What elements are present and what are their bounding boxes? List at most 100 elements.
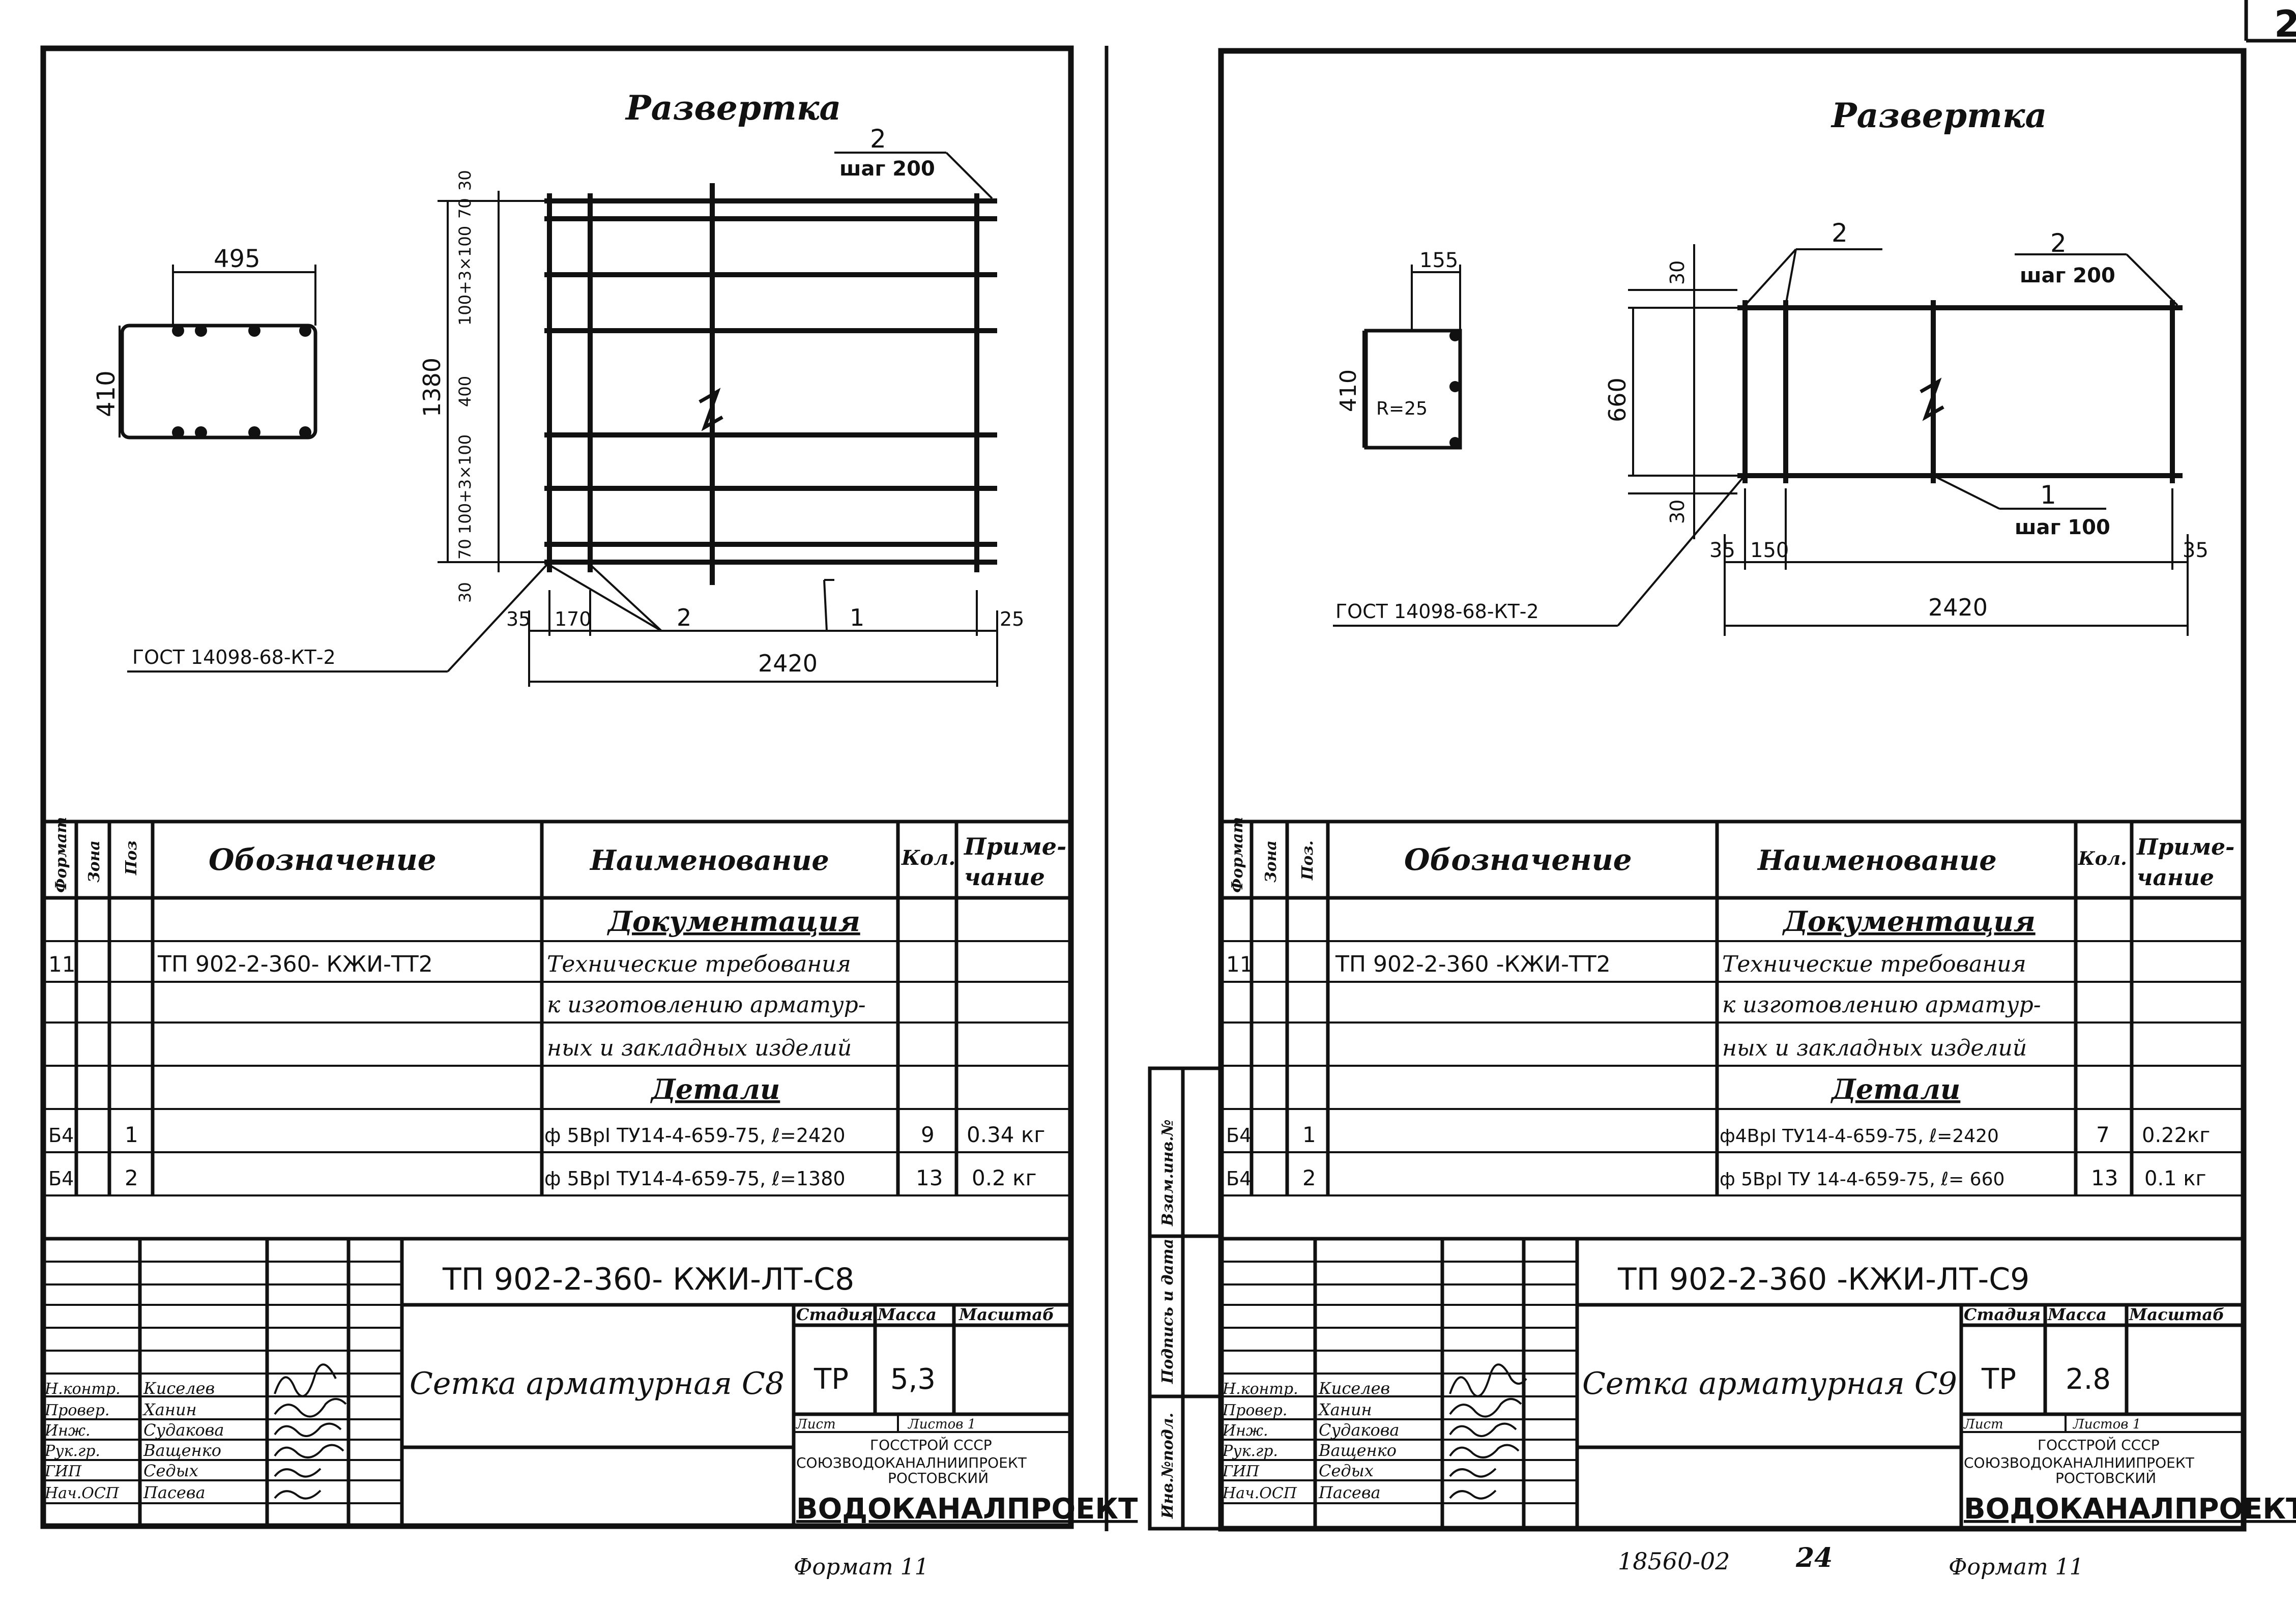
left-doc-name1: Технические требования xyxy=(547,951,851,977)
left-dim-v3: 400 xyxy=(455,376,475,407)
right-name-5: Пасева xyxy=(1318,1483,1381,1502)
right-doc-name2: к изготовлению арматур- xyxy=(1722,992,2041,1018)
right-name-4: Седых xyxy=(1319,1461,1374,1480)
left-hdr-qty: Кол. xyxy=(901,846,955,870)
right-stamp-org1: ГОССТРОЙ СССР xyxy=(2038,1436,2160,1453)
left-row1-format: Б4 xyxy=(48,1124,74,1147)
left-hdr-name: Наименование xyxy=(589,844,829,877)
left-hdr-note2: чание xyxy=(964,863,1045,891)
left-role-1: Провер. xyxy=(44,1401,109,1419)
left-hdr-zone: Зона xyxy=(85,840,103,883)
right-name-0: Киселев xyxy=(1318,1379,1390,1398)
right-section-width: 155 xyxy=(1419,249,1458,272)
right-dim-v1: 30 xyxy=(1666,500,1689,524)
left-hdr-designation: Обозначение xyxy=(209,842,437,877)
right-role-0: Н.контр. xyxy=(1222,1380,1298,1398)
left-stamp-name: Сетка арматурная С8 xyxy=(410,1366,784,1401)
right-row1-pos: 1 xyxy=(1302,1122,1316,1147)
right-stamp-name: Сетка арматурная С9 xyxy=(1582,1366,1957,1401)
left-callout-step: шаг 200 xyxy=(839,157,935,181)
right-name-1: Ханин xyxy=(1317,1400,1372,1419)
right-role-4: ГИП xyxy=(1222,1463,1260,1480)
right-role-5: Нач.ОСП xyxy=(1222,1484,1297,1502)
right-section-doc: Документация xyxy=(1782,905,2036,938)
right-side-label-0: Взам.инв.№ xyxy=(1159,1120,1177,1227)
left-dim-v6: 30 xyxy=(455,582,475,603)
left-row2-pos: 2 xyxy=(125,1165,138,1190)
right-doc-name1: Технические требования xyxy=(1722,951,2026,977)
right-side-strip: Взам.инв.№ Подпись и дата Инв.№подл. xyxy=(1148,1066,1223,1531)
left-name-3: Ващенко xyxy=(143,1441,221,1460)
right-section-parts: Детали xyxy=(1830,1073,1960,1105)
left-name-1: Ханин xyxy=(142,1400,197,1419)
right-bottom-dims: 35 150 35 2420 ГОСТ 14098-68-КТ-2 xyxy=(1333,477,2208,636)
right-name-2: Судакова xyxy=(1319,1420,1399,1440)
right-stamp-mass: 2.8 xyxy=(2066,1363,2111,1396)
right-callout-top-step: шаг 200 xyxy=(2020,264,2115,287)
left-format-label: Формат 11 xyxy=(794,1554,929,1580)
right-hdr-pos: Поз. xyxy=(1299,840,1317,881)
page-number: 23 xyxy=(2274,3,2296,45)
left-row1-pos: 1 xyxy=(125,1122,138,1147)
right-dim-v0: 30 xyxy=(1666,260,1689,285)
right-stamp-scale-label: Масштаб xyxy=(2129,1305,2224,1324)
right-dim-height: 660 xyxy=(1604,377,1631,422)
right-dim-b1: 150 xyxy=(1750,539,1789,562)
right-gost: ГОСТ 14098-68-КТ-2 xyxy=(1335,600,1539,623)
left-doc-format: 11 xyxy=(48,952,75,977)
right-stamp-mass-label: Масса xyxy=(2047,1305,2107,1324)
right-callout-bottom-pos: 1 xyxy=(2040,480,2056,510)
left-doc-designation: ТП 902-2-360- КЖИ-ТТ2 xyxy=(157,951,433,977)
right-role-2: Инж. xyxy=(1222,1422,1268,1440)
right-row1-note: 0.22кг xyxy=(2142,1124,2210,1147)
right-stamp-org3: РОСТОВСКИЙ xyxy=(2055,1469,2156,1486)
right-doc-designation: ТП 902-2-360 -КЖИ-ТТ2 xyxy=(1335,951,1611,977)
left-label-bottom-2: 2 xyxy=(677,604,691,631)
left-stamp-stage: ТР xyxy=(813,1363,849,1396)
right-dim-total-width: 2420 xyxy=(1928,594,1988,621)
right-section: 155 410 R=25 xyxy=(1335,249,1462,450)
left-dim-v5: 70 xyxy=(455,539,475,560)
left-role-5: Нач.ОСП xyxy=(44,1484,120,1502)
left-gost: ГОСТ 14098-68-КТ-2 xyxy=(132,646,336,668)
right-callout-top-pos: 2 xyxy=(2050,228,2067,258)
right-row2-note: 0.1 кг xyxy=(2144,1167,2206,1190)
left-title: Развертка xyxy=(625,88,841,128)
left-stamp-org3: РОСТОВСКИЙ xyxy=(888,1469,989,1486)
left-dim-v0: 30 xyxy=(455,170,475,191)
left-stamp-sheet-label: Лист xyxy=(795,1417,836,1432)
right-row1-format: Б4 xyxy=(1226,1124,1252,1147)
left-name-0: Киселев xyxy=(143,1379,215,1398)
left-bottom-dims: 35 170 25 2420 2 1 ГОСТ 14098-68-КТ-2 xyxy=(127,561,1024,687)
left-stamp-mass-label: Масса xyxy=(877,1305,937,1324)
right-name-3: Ващенко xyxy=(1318,1441,1397,1460)
right-section-height: 410 xyxy=(1335,369,1361,412)
left-dim-b2: 25 xyxy=(1000,608,1024,630)
left-stamp-org1: ГОССТРОЙ СССР xyxy=(870,1436,992,1453)
right-row2-qty: 13 xyxy=(2091,1165,2118,1190)
left-mesh: 2 шаг 200 xyxy=(544,124,997,585)
left-sheet: Развертка 495 410 xyxy=(40,45,1138,1580)
right-signatures xyxy=(1449,1363,1527,1500)
right-stamp-sheet-label: Лист xyxy=(1963,1417,2003,1432)
left-label-bottom-1: 1 xyxy=(850,604,864,631)
left-role-0: Н.контр. xyxy=(44,1380,121,1398)
right-row1-qty: 7 xyxy=(2096,1122,2110,1147)
right-title-block: ТП 902-2-360 -КЖИ-ЛТ-С9 Сетка арматурная… xyxy=(1221,1237,2296,1529)
left-title-block: ТП 902-2-360- КЖИ-ЛТ-С8 Сетка арматурная… xyxy=(43,1237,1138,1526)
right-dim-b0: 35 xyxy=(1709,539,1735,562)
left-dim-total-width: 2420 xyxy=(758,650,818,677)
right-mesh: 2 2 шаг 200 1 шаг 100 xyxy=(1737,218,2183,539)
left-stamp-scale-label: Масштаб xyxy=(958,1305,1054,1324)
right-hdr-note2: чание xyxy=(2137,865,2214,891)
left-role-3: Рук.гр. xyxy=(44,1442,100,1460)
right-hdr-zone: Зона xyxy=(1262,840,1280,883)
right-doc-format: 11 xyxy=(1226,952,1253,977)
left-stamp-stage-label: Стадия xyxy=(796,1305,873,1324)
left-dim-total-height: 1380 xyxy=(418,358,446,417)
left-stamp-code: ТП 902-2-360- КЖИ-ЛТ-С8 xyxy=(442,1262,854,1297)
left-role-2: Инж. xyxy=(44,1422,91,1440)
right-stamp-sheets-label: Листов 1 xyxy=(2072,1417,2141,1432)
right-row2-pos: 2 xyxy=(1302,1165,1316,1190)
